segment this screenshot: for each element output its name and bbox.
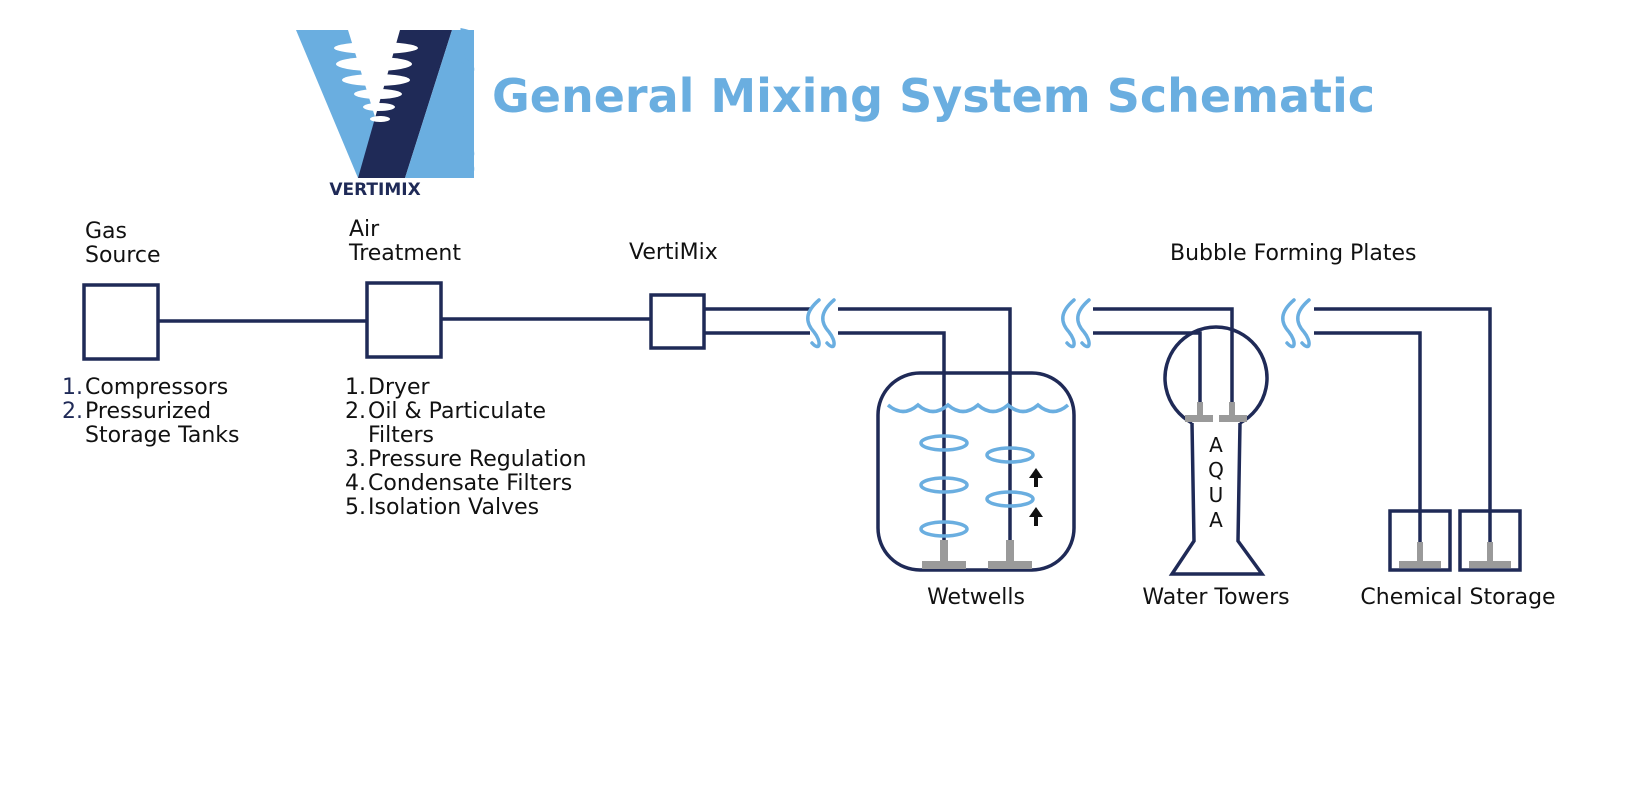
pipe-break-icon: [1281, 298, 1311, 349]
diffuser-plates: [922, 540, 1032, 569]
air-treatment-item-num: 1.: [345, 375, 366, 400]
air-treatment-item: Dryer: [368, 375, 431, 400]
air-treatment-box: [365, 281, 443, 359]
diffuser-plates: [1399, 542, 1511, 568]
water-tower: A Q U A: [1093, 307, 1269, 576]
air-treatment-item-num: 5.: [345, 495, 366, 520]
gas-source-item-num: 2.: [62, 399, 83, 424]
supply-pipes: [158, 307, 810, 335]
air-treatment-item: Condensate Filters: [368, 471, 572, 496]
gas-source-item-cont: Storage Tanks: [85, 423, 240, 448]
logo-tagline-text: GO VERTICAL!: [457, 27, 479, 176]
logo-v-right-stroke: [358, 30, 452, 178]
air-treatment-list: 1. Dryer 2. Oil & Particulate Filters 3.…: [345, 375, 586, 520]
air-treatment-item: Pressure Regulation: [368, 447, 586, 472]
up-arrow-icon: [1029, 468, 1043, 526]
logo-v-outer-stroke: [405, 30, 474, 178]
gas-source-box: [82, 283, 160, 361]
tower-letter: A: [1209, 433, 1223, 457]
tower-text: A Q U A: [1208, 433, 1224, 532]
pipe-break-icon: [1061, 298, 1091, 349]
bubble-forming-plates-label: Bubble Forming Plates: [1170, 241, 1417, 266]
air-treatment-item-num: 2.: [345, 399, 366, 424]
air-treatment-item-num: 4.: [345, 471, 366, 496]
tower-letter: A: [1209, 508, 1223, 532]
gas-source-label-line1: Gas: [85, 219, 127, 244]
wetwells-label: Wetwells: [927, 585, 1025, 610]
air-treatment-item: Isolation Valves: [368, 495, 539, 520]
water-towers-label: Water Towers: [1142, 585, 1289, 610]
gas-source-item: Pressurized: [85, 399, 211, 424]
logo-swirl-icon: [334, 42, 418, 122]
air-treatment-label-line1: Air: [349, 217, 380, 242]
vertimix-label: VertiMix: [629, 240, 718, 265]
air-treatment-item: Oil & Particulate: [368, 399, 546, 424]
air-treatment-label-line2: Treatment: [348, 241, 461, 266]
air-treatment-item-num: 3.: [345, 447, 366, 472]
water-surface: [886, 402, 1070, 414]
vertimix-box: [649, 293, 706, 350]
bubble-plate-rings: [919, 434, 1035, 538]
wetwell-tank: [838, 307, 1076, 572]
diffuser-plates: [1185, 402, 1247, 422]
logo-brand-text: VERTIMIX: [329, 180, 420, 200]
gas-source-label-line2: Source: [85, 243, 161, 268]
chemical-storage-label: Chemical Storage: [1360, 585, 1555, 610]
tower-letter: Q: [1208, 458, 1224, 482]
page-title: General Mixing System Schematic: [492, 69, 1375, 123]
air-treatment-item: Filters: [368, 423, 434, 448]
vertimix-logo: VERTIMIX GO VERTICAL!: [296, 27, 479, 200]
tower-letter: U: [1209, 483, 1224, 507]
gas-source-item-num: 1.: [62, 375, 83, 400]
pipe-break-icon: [806, 298, 836, 349]
chemical-storage-tanks: [1314, 307, 1522, 572]
gas-source-item: Compressors: [85, 375, 228, 400]
